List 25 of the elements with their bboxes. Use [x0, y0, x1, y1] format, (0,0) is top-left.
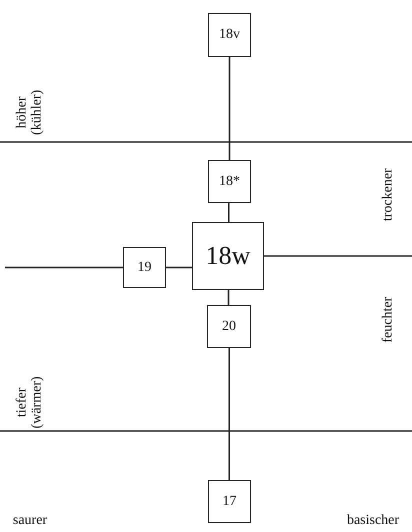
box-label: 18v: [219, 27, 240, 43]
box-label: 18*: [219, 174, 240, 190]
connector-line: [5, 266, 123, 268]
box-label: 18w: [206, 241, 250, 271]
axis-label: tiefer (wärmer): [14, 375, 46, 430]
box-label: 17: [222, 494, 236, 510]
axis-label: trockener: [380, 167, 396, 224]
label-box: [208, 13, 251, 57]
connector-line: [264, 255, 412, 257]
label-box: [207, 305, 251, 348]
label-box: [208, 480, 251, 523]
box-label: 19: [138, 260, 152, 276]
label-box: [208, 160, 251, 203]
connector-line: [228, 348, 230, 480]
axis-label: höher (kühler): [14, 88, 46, 137]
connector-line: [166, 266, 192, 268]
connector-line: [228, 57, 230, 160]
axis-end-label: basischer: [346, 513, 400, 528]
label-box: [123, 247, 166, 288]
label-box: [192, 222, 264, 290]
axis-label: feuchter: [380, 296, 396, 345]
connector-line: [228, 290, 230, 305]
axis-end-label: saurer: [12, 513, 48, 528]
connector-line: [228, 203, 230, 222]
box-label: 20: [222, 318, 236, 334]
